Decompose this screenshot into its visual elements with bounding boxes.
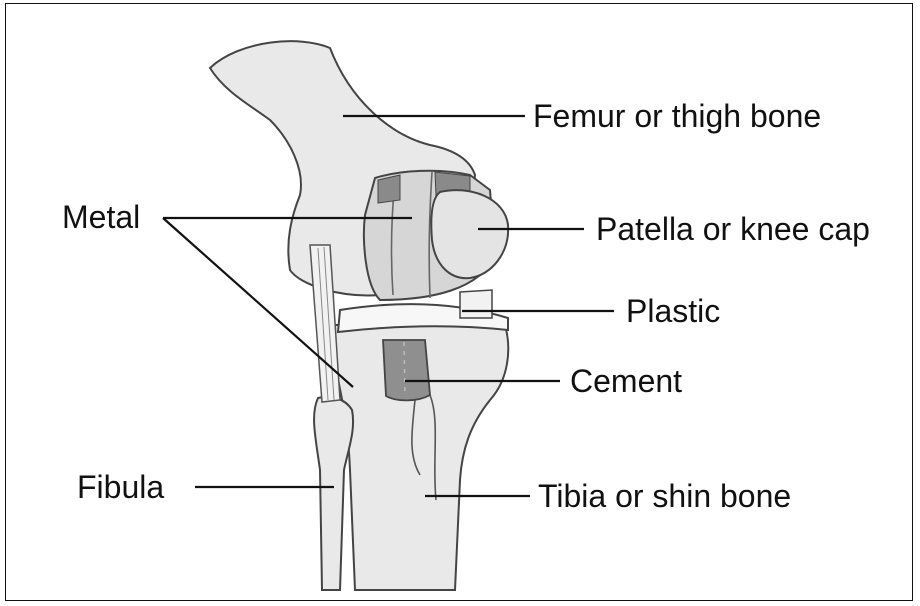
label-metal: Metal: [62, 201, 140, 233]
label-fibula: Fibula: [77, 471, 164, 503]
label-plastic: Plastic: [626, 295, 720, 327]
patella: [431, 190, 508, 278]
cement-stem: [383, 340, 430, 400]
label-femur: Femur or thigh bone: [533, 100, 821, 132]
fibula-bone: [314, 397, 353, 590]
label-patella: Patella or knee cap: [596, 213, 870, 245]
label-tibia: Tibia or shin bone: [538, 480, 791, 512]
label-cement: Cement: [570, 365, 682, 397]
